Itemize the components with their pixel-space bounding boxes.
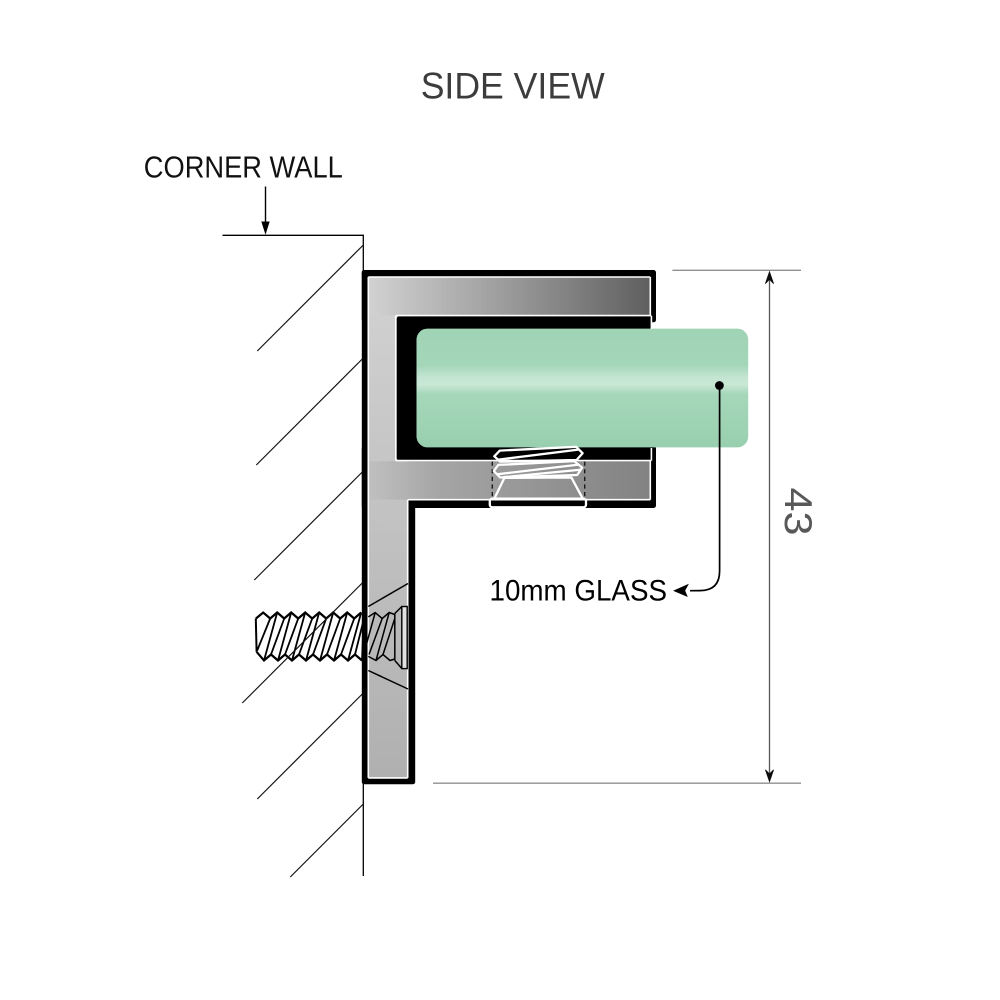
- svg-text:10mm GLASS: 10mm GLASS: [490, 575, 668, 608]
- svg-text:SIDE VIEW: SIDE VIEW: [421, 66, 605, 107]
- svg-text:43: 43: [776, 488, 819, 536]
- svg-text:CORNER WALL: CORNER WALL: [144, 150, 343, 184]
